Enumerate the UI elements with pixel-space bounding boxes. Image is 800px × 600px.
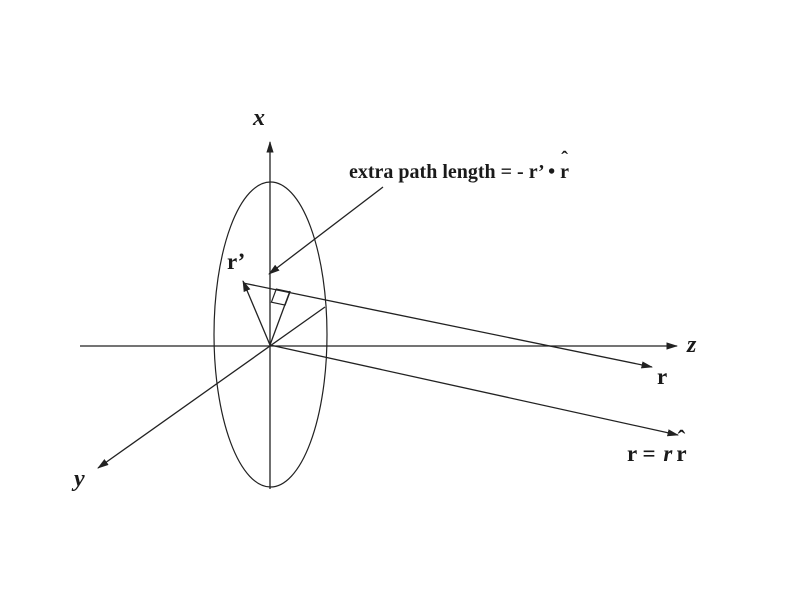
annotation-prefix: extra path length = - r’ • xyxy=(349,161,561,183)
r-label: r xyxy=(657,364,668,389)
far-field-lhs: r xyxy=(627,441,637,466)
annotation-hat-icon: ˆ xyxy=(561,148,568,170)
z-axis-label: z xyxy=(687,332,697,358)
r-rhat-vector-line xyxy=(269,344,679,437)
far-field-hat-icon: ˆ xyxy=(677,426,686,452)
right-angle-marker xyxy=(270,288,291,306)
annotation-pointer-line xyxy=(268,186,384,275)
far-field-equals: = xyxy=(636,441,662,466)
far-field-rhat-base: r xyxy=(676,441,687,466)
r-vector-line xyxy=(242,282,653,369)
annotation-rhat-base: r xyxy=(560,161,570,183)
x-axis-label: x xyxy=(253,105,265,131)
r-prime-label: r’ xyxy=(227,249,246,274)
y-axis-line xyxy=(97,306,326,469)
r-prime-vector-line xyxy=(242,280,271,346)
far-field-scalar-r: r xyxy=(663,441,673,466)
y-axis-label: y xyxy=(74,466,85,492)
